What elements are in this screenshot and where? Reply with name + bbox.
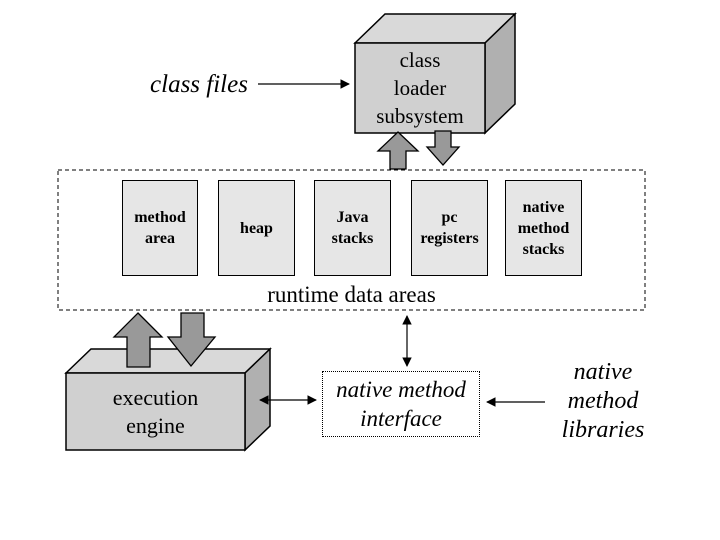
native-method-libraries-label: native method libraries <box>538 357 668 445</box>
execution-engine-front-face <box>65 372 246 451</box>
loader-up-block-arrow <box>376 131 420 170</box>
execution-engine-top-face <box>64 348 272 374</box>
runtime-data-areas-label: runtime data areas <box>58 280 645 310</box>
native-method-stacks-box: native method stacks <box>505 180 582 276</box>
runtime-data-areas-text: runtime data areas <box>267 282 436 307</box>
pc-registers-box: pc registers <box>411 180 488 276</box>
class-loader-box-front-face <box>354 42 486 134</box>
loader-down-block-arrow <box>425 130 461 166</box>
native-method-interface-box: native method interface <box>322 371 480 437</box>
class-loader-label: class loader subsystem <box>355 43 485 133</box>
java-stacks-box: Java stacks <box>314 180 391 276</box>
engine-down-block-arrow <box>166 312 217 368</box>
native-method-stacks-label: native method stacks <box>517 198 570 258</box>
execution-engine-label: execution engine <box>66 374 245 450</box>
native-method-interface-label: native method interface <box>336 377 466 431</box>
class-files-label: class files <box>140 68 258 102</box>
engine-up-block-arrow <box>112 312 164 368</box>
heap-label: heap <box>240 219 273 237</box>
execution-engine-text: execution engine <box>112 385 199 438</box>
class-files-text: class files <box>150 71 248 98</box>
native-method-libraries-text: native method libraries <box>561 358 645 443</box>
java-stacks-label: Java stacks <box>331 209 374 247</box>
class-loader-text: class loader subsystem <box>376 48 464 128</box>
heap-box: heap <box>218 180 295 276</box>
method-area-label: method area <box>134 209 186 247</box>
method-area-box: method area <box>122 180 198 276</box>
pc-registers-label: pc registers <box>420 209 479 247</box>
